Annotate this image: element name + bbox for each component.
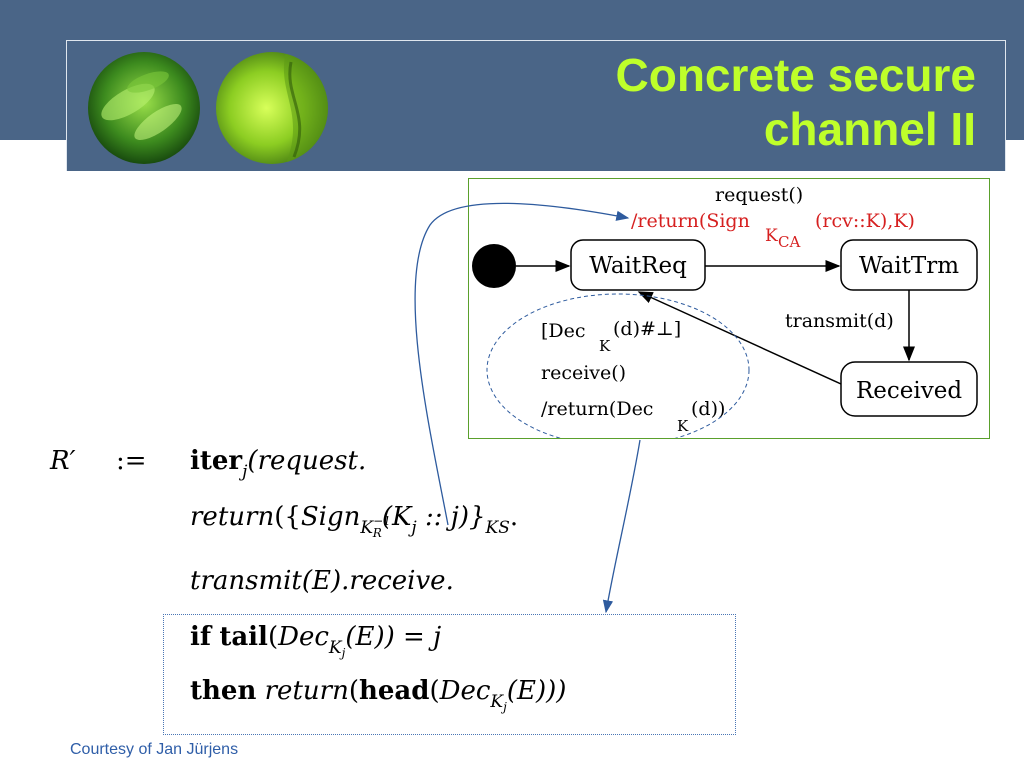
- label-return-suffix: (rcv::K),K): [815, 210, 915, 232]
- formula-dec-2-subsub: j: [503, 700, 507, 714]
- label-return-sub: K: [765, 226, 778, 246]
- label-return2-prefix: /return(Dec: [541, 398, 653, 420]
- state-waitreq-label: WaitReq: [589, 253, 687, 279]
- label-return-subsub: CA: [778, 233, 800, 251]
- formula-dec-1-sub-k: K: [328, 638, 342, 658]
- label-guard-suffix: (d)#⊥]: [613, 318, 681, 340]
- formula-line-5: then return(head(DecKj(E))): [190, 676, 566, 714]
- formula-transmit: transmit(E).receive.: [190, 566, 454, 596]
- formula-iter: iter: [190, 446, 243, 476]
- state-waitreq: WaitReq: [570, 239, 706, 291]
- formula-if: if: [190, 622, 212, 652]
- formula-return-2: return: [264, 676, 349, 706]
- formula-request: (request.: [247, 446, 367, 476]
- initial-state: [472, 244, 516, 288]
- credit-text: Courtesy of Jan Jürjens: [70, 741, 239, 758]
- formula-dec-1: Dec: [278, 622, 329, 652]
- transition-received-waitreq: [637, 291, 842, 385]
- formula-return-1: return: [190, 502, 275, 532]
- label-return-prefix: /return(Sign: [631, 210, 750, 232]
- formula-sign-sub-sup: −1: [373, 514, 391, 528]
- state-received-label: Received: [856, 378, 962, 404]
- label-guard-sub: K: [599, 337, 611, 355]
- label-transmit: transmit(d): [785, 310, 894, 332]
- formula-line4-a: (: [267, 622, 279, 652]
- formula-line2-b-sub: j: [411, 518, 417, 538]
- formula-tail: tail: [219, 622, 268, 652]
- formula-then: then: [190, 676, 257, 706]
- formula-sign: Sign: [300, 502, 361, 532]
- label-request: request(): [715, 184, 803, 206]
- formula-line2-c: :: j)}: [416, 502, 486, 532]
- state-received: Received: [840, 361, 978, 417]
- label-return-sign: /return(Sign: [631, 210, 750, 232]
- title-line-1: Concrete secure: [615, 49, 977, 101]
- formula-line4-b: (E)) = j: [345, 622, 442, 652]
- formula-head: head: [358, 676, 430, 706]
- formula-line-4: if tail(DecKj(E)) = j: [190, 622, 441, 660]
- state-waittrm: WaitTrm: [840, 239, 978, 291]
- formula-line-1: iterj(request.: [190, 446, 366, 482]
- formula-line-3: transmit(E).receive.: [190, 566, 454, 596]
- state-waittrm-label: WaitTrm: [859, 253, 959, 279]
- label-guard-prefix: [Dec: [541, 320, 586, 342]
- formula-sign-sub-r: R: [372, 526, 382, 540]
- slide-title: Concrete secure channel II: [456, 48, 977, 156]
- formula-line-2: return({SignK−1R(Kj :: j)}KS.: [190, 502, 518, 540]
- formula-line2-a: ({: [274, 502, 301, 532]
- statechart: WaitReq WaitTrm Received request() /retu…: [472, 184, 978, 447]
- leaf-image-2-graphic: [216, 52, 328, 164]
- formula-lhs: R′: [50, 446, 75, 476]
- label-return2-sub: K: [677, 417, 689, 435]
- connector-sign-to-return: [414, 202, 630, 526]
- leaf-image-1: [88, 52, 200, 164]
- label-return2-suffix: (d)): [691, 398, 725, 420]
- formula-dec-1-sub: Kj: [328, 638, 346, 660]
- title-line-2: channel II: [763, 103, 976, 155]
- formula-assign-symbol: :=: [116, 446, 147, 476]
- highlight-ellipse: [486, 293, 750, 447]
- formula-line2-ks: KS: [485, 518, 510, 538]
- formula-dec-2: Dec: [439, 676, 491, 706]
- formula-dec-2-sub-k: K: [490, 692, 504, 712]
- leaf-image-1-graphic: [88, 52, 200, 164]
- formula-line5-b: (E))): [506, 676, 567, 706]
- formula-line5-a: (: [429, 676, 440, 706]
- statechart-frame: WaitReq WaitTrm Received request() /retu…: [468, 178, 990, 447]
- formula-dec-2-sub: Kj: [490, 692, 507, 714]
- formula-sign-sub-k: K: [360, 518, 374, 538]
- formula-line2-end: .: [509, 502, 519, 532]
- formula-line2-b-text: (K: [381, 502, 412, 532]
- formula-line5-open: (: [348, 676, 359, 706]
- formula-lhs-symbol: R′: [50, 446, 76, 476]
- label-receive: receive(): [541, 362, 626, 384]
- leaf-image-2: [216, 52, 328, 164]
- connector-ellipse-to-if: [602, 439, 641, 614]
- formula-line2-b: (K: [382, 502, 412, 532]
- formula-sign-sub: K−1R: [360, 514, 390, 540]
- formula-assign: :=: [116, 446, 147, 476]
- formula-dec-1-subsub: j: [341, 646, 346, 660]
- formula-iter-sub: j: [242, 462, 248, 482]
- condition-box: [163, 614, 736, 735]
